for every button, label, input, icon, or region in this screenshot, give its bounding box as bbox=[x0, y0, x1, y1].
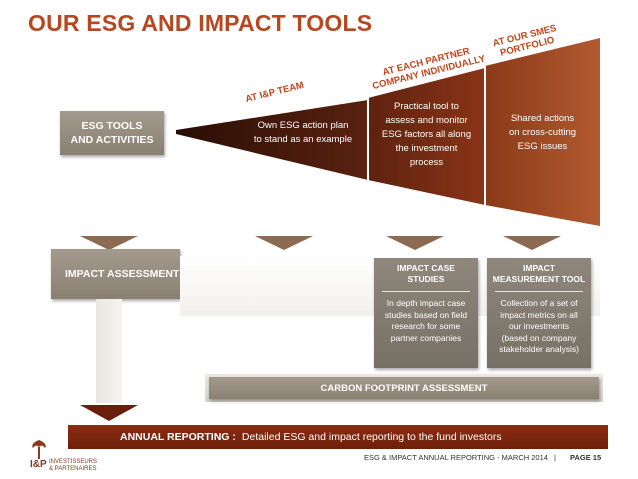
down-arrow-icon bbox=[80, 236, 138, 250]
ip-logo-text: INVESTISSEURS & PARTENAIRES bbox=[49, 459, 97, 472]
annual-reporting-bar: ANNUAL REPORTING : Detailed ESG and impa… bbox=[68, 425, 608, 449]
impact-case-studies-body: In depth impact case studies based on fi… bbox=[374, 292, 478, 350]
annual-reporting-text: Detailed ESG and impact reporting to the… bbox=[241, 431, 502, 443]
impact-case-studies-line: partner companies bbox=[390, 332, 462, 343]
segment-company-text: Practical tool to assess and monitor ESG… bbox=[370, 100, 483, 170]
impact-case-studies-line: In depth impact case bbox=[386, 298, 466, 308]
impact-case-studies-line: studies based on field bbox=[384, 309, 468, 320]
esg-tools-label-line1: ESG TOOLS bbox=[81, 120, 143, 132]
divider bbox=[382, 291, 470, 292]
page-number: PAGE 15 bbox=[570, 453, 602, 462]
impact-case-studies-line: research for some bbox=[391, 321, 461, 331]
down-arrow-icon bbox=[386, 236, 444, 250]
ip-logo-line1: INVESTISSEURS bbox=[49, 459, 98, 465]
impact-measurement-tool-box: IMPACT MEASUREMENT TOOL Collection of a … bbox=[487, 258, 591, 368]
impact-measurement-tool-line: stakeholder analysis) bbox=[499, 344, 579, 354]
segment-team-line: Own ESG action plan bbox=[257, 120, 349, 131]
footer-separator: | bbox=[554, 453, 556, 462]
ip-logo-initials: I&P bbox=[30, 459, 47, 470]
segment-team-line: to stand as an example bbox=[253, 134, 353, 145]
impact-measurement-tool-title-line1: IMPACT bbox=[523, 263, 555, 273]
impact-case-studies-box: IMPACT CASE STUDIES In depth impact case… bbox=[374, 258, 478, 368]
impact-measurement-tool-title-line2: MEASUREMENT TOOL bbox=[492, 274, 586, 284]
down-arrow-icon bbox=[503, 236, 561, 250]
segment-company-line: process bbox=[409, 157, 444, 168]
impact-assessment-label: IMPACT ASSESSMENT bbox=[51, 249, 180, 299]
down-arrow-icon bbox=[255, 236, 313, 250]
segment-team-text: Own ESG action plan to stand as an examp… bbox=[236, 119, 370, 147]
esg-tools-label-line2: AND ACTIVITIES bbox=[70, 134, 154, 146]
segment-company-line: ESG factors all along bbox=[381, 129, 472, 140]
divider bbox=[495, 291, 583, 292]
impact-case-studies-title-line2: STUDIES bbox=[407, 274, 445, 284]
wedge-segment-company bbox=[368, 68, 485, 205]
segment-portfolio-text: Shared actions on cross-cutting ESG issu… bbox=[487, 112, 598, 154]
impact-measurement-tool-line: Collection of a set of bbox=[500, 298, 578, 308]
wedge-segment-portfolio bbox=[485, 38, 600, 226]
segment-company-line: Practical tool to bbox=[394, 101, 459, 112]
ip-logo-icon bbox=[28, 438, 50, 460]
down-arrow-icon bbox=[80, 405, 138, 421]
impact-measurement-tool-body: Collection of a set of impact metrics on… bbox=[487, 292, 591, 362]
impact-measurement-tool-line: (based on company bbox=[501, 332, 577, 343]
footer-report: ESG & IMPACT ANNUAL REPORTING - MARCH 20… bbox=[364, 453, 548, 462]
page-title: OUR ESG AND IMPACT TOOLS bbox=[28, 10, 373, 36]
segment-company-line: assess and monitor bbox=[385, 115, 468, 126]
annual-reporting-label: ANNUAL REPORTING : bbox=[120, 431, 236, 443]
carbon-footprint-bar: CARBON FOOTPRINT ASSESSMENT bbox=[209, 377, 599, 399]
impact-case-studies-title: IMPACT CASE STUDIES bbox=[374, 258, 478, 291]
impact-measurement-tool-line: impact metrics on all bbox=[500, 309, 578, 320]
impact-case-studies-title-line1: IMPACT CASE bbox=[397, 263, 455, 273]
segment-portfolio-line: on cross-cutting bbox=[508, 127, 577, 138]
ip-logo-line2: & PARTENAIRES bbox=[49, 465, 97, 472]
esg-tools-label: ESG TOOLS AND ACTIVITIES bbox=[60, 111, 164, 155]
segment-portfolio-line: Shared actions bbox=[510, 113, 575, 124]
impact-measurement-tool-line: our investments bbox=[509, 321, 569, 331]
segment-portfolio-line: ESG issues bbox=[517, 141, 568, 152]
impact-connector bbox=[96, 299, 122, 403]
impact-measurement-tool-title: IMPACT MEASUREMENT TOOL bbox=[487, 258, 591, 291]
wedge-segment-team bbox=[176, 100, 368, 180]
segment-company-line: the investment bbox=[395, 143, 458, 154]
